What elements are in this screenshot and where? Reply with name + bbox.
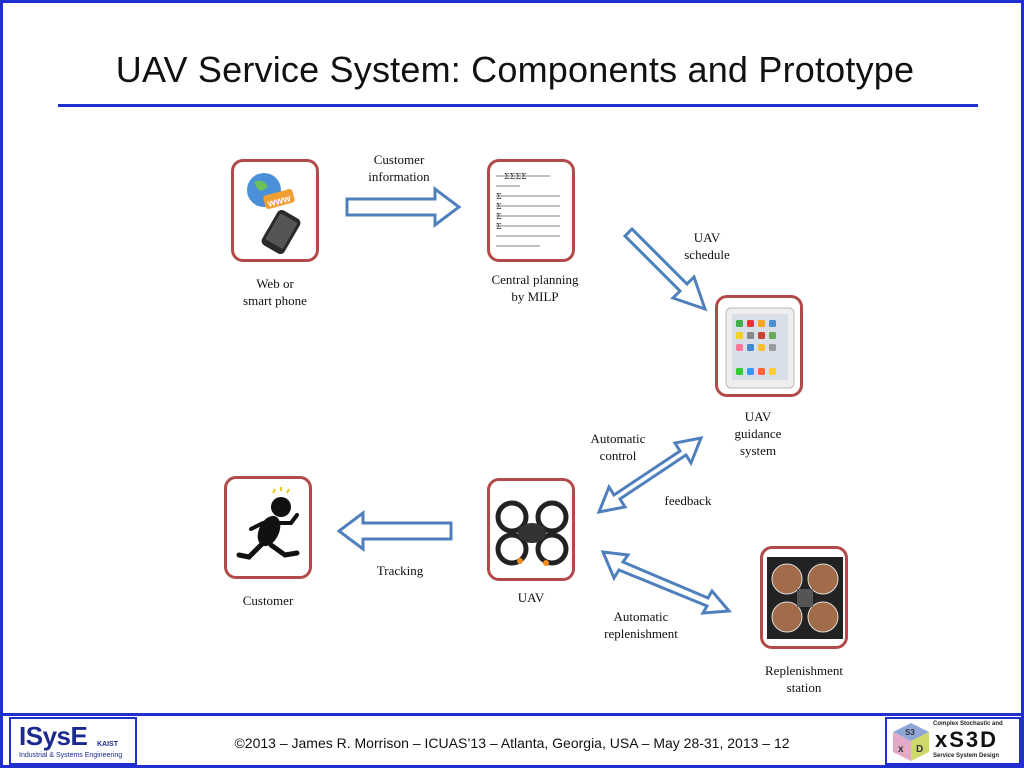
isyse-logo-main: ISysE	[19, 721, 88, 751]
uav-guidance-box	[715, 295, 803, 397]
running-person-icon	[236, 487, 300, 560]
isyse-logo-caption: Industrial & Systems Engineering	[19, 752, 123, 759]
quadcopter-icon	[495, 500, 569, 566]
svg-text:Σ: Σ	[496, 192, 502, 201]
xs3d-cube-icon: S3 x D	[893, 723, 929, 761]
web-phone-label: Web or smart phone	[243, 276, 307, 308]
central-planning-label: Central planning by MILP	[491, 272, 579, 304]
footer: ISysE KAIST Industrial & Systems Enginee…	[3, 713, 1021, 765]
tablet-icon	[725, 307, 795, 389]
web-phone-box: www	[231, 159, 319, 262]
svg-text:Σ: Σ	[496, 202, 502, 211]
customer-info-label: Customer information	[368, 152, 430, 184]
xs3d-logo: S3 x D Complex Stochastic and xS3D Servi…	[885, 717, 1021, 765]
arrow-automatic-replenishment	[600, 550, 733, 615]
uav-box	[487, 478, 575, 581]
isyse-logo-sub: KAIST	[97, 741, 118, 748]
xs3d-logo-bottom: Service System Design	[933, 753, 1000, 759]
automatic-control-label: Automatic control	[590, 431, 646, 463]
uav-label: UAV	[517, 590, 545, 605]
replenishment-box	[760, 546, 848, 649]
cube-top-text: S3	[905, 728, 915, 737]
cube-right-text: D	[916, 744, 923, 755]
svg-text:ΣΣΣΣ: ΣΣΣΣ	[504, 172, 527, 181]
cube-left-text: x	[898, 744, 904, 755]
uav-schedule-label: UAV schedule	[684, 230, 730, 262]
xs3d-logo-top: Complex Stochastic and	[933, 721, 1003, 727]
replenishment-station-icon	[767, 557, 843, 639]
isyse-logo: ISysE KAIST Industrial & Systems Enginee…	[9, 717, 137, 765]
arrow-uav-schedule	[622, 226, 708, 312]
arrow-customer-info	[345, 186, 462, 228]
svg-text:Σ: Σ	[496, 222, 502, 231]
customer-label: Customer	[242, 593, 294, 608]
uav-guidance-label: UAV guidance system	[734, 409, 782, 458]
svg-text:Σ: Σ	[496, 212, 502, 221]
arrow-tracking	[336, 510, 453, 552]
arrows-layer	[336, 186, 733, 615]
slide-title: UAV Service System: Components and Proto…	[115, 49, 915, 90]
footer-text: ©2013 – James R. Morrison – ICUAS’13 – A…	[234, 735, 790, 751]
xs3d-logo-main: xS3D	[935, 727, 999, 752]
title-divider	[58, 104, 978, 107]
automatic-replenishment-label: Automatic replenishment	[604, 609, 678, 641]
central-planning-box: ΣΣΣΣ Σ Σ Σ Σ	[487, 159, 575, 262]
feedback-label: feedback	[664, 493, 712, 508]
tracking-label: Tracking	[376, 563, 424, 578]
web-phone-icon: www	[247, 173, 301, 254]
milp-formula-icon: ΣΣΣΣ Σ Σ Σ Σ	[496, 172, 560, 247]
arrow-automatic-control	[596, 436, 704, 514]
footer-divider	[3, 713, 1021, 716]
replenishment-label: Replenishment station	[765, 663, 843, 695]
customer-box	[224, 476, 312, 579]
